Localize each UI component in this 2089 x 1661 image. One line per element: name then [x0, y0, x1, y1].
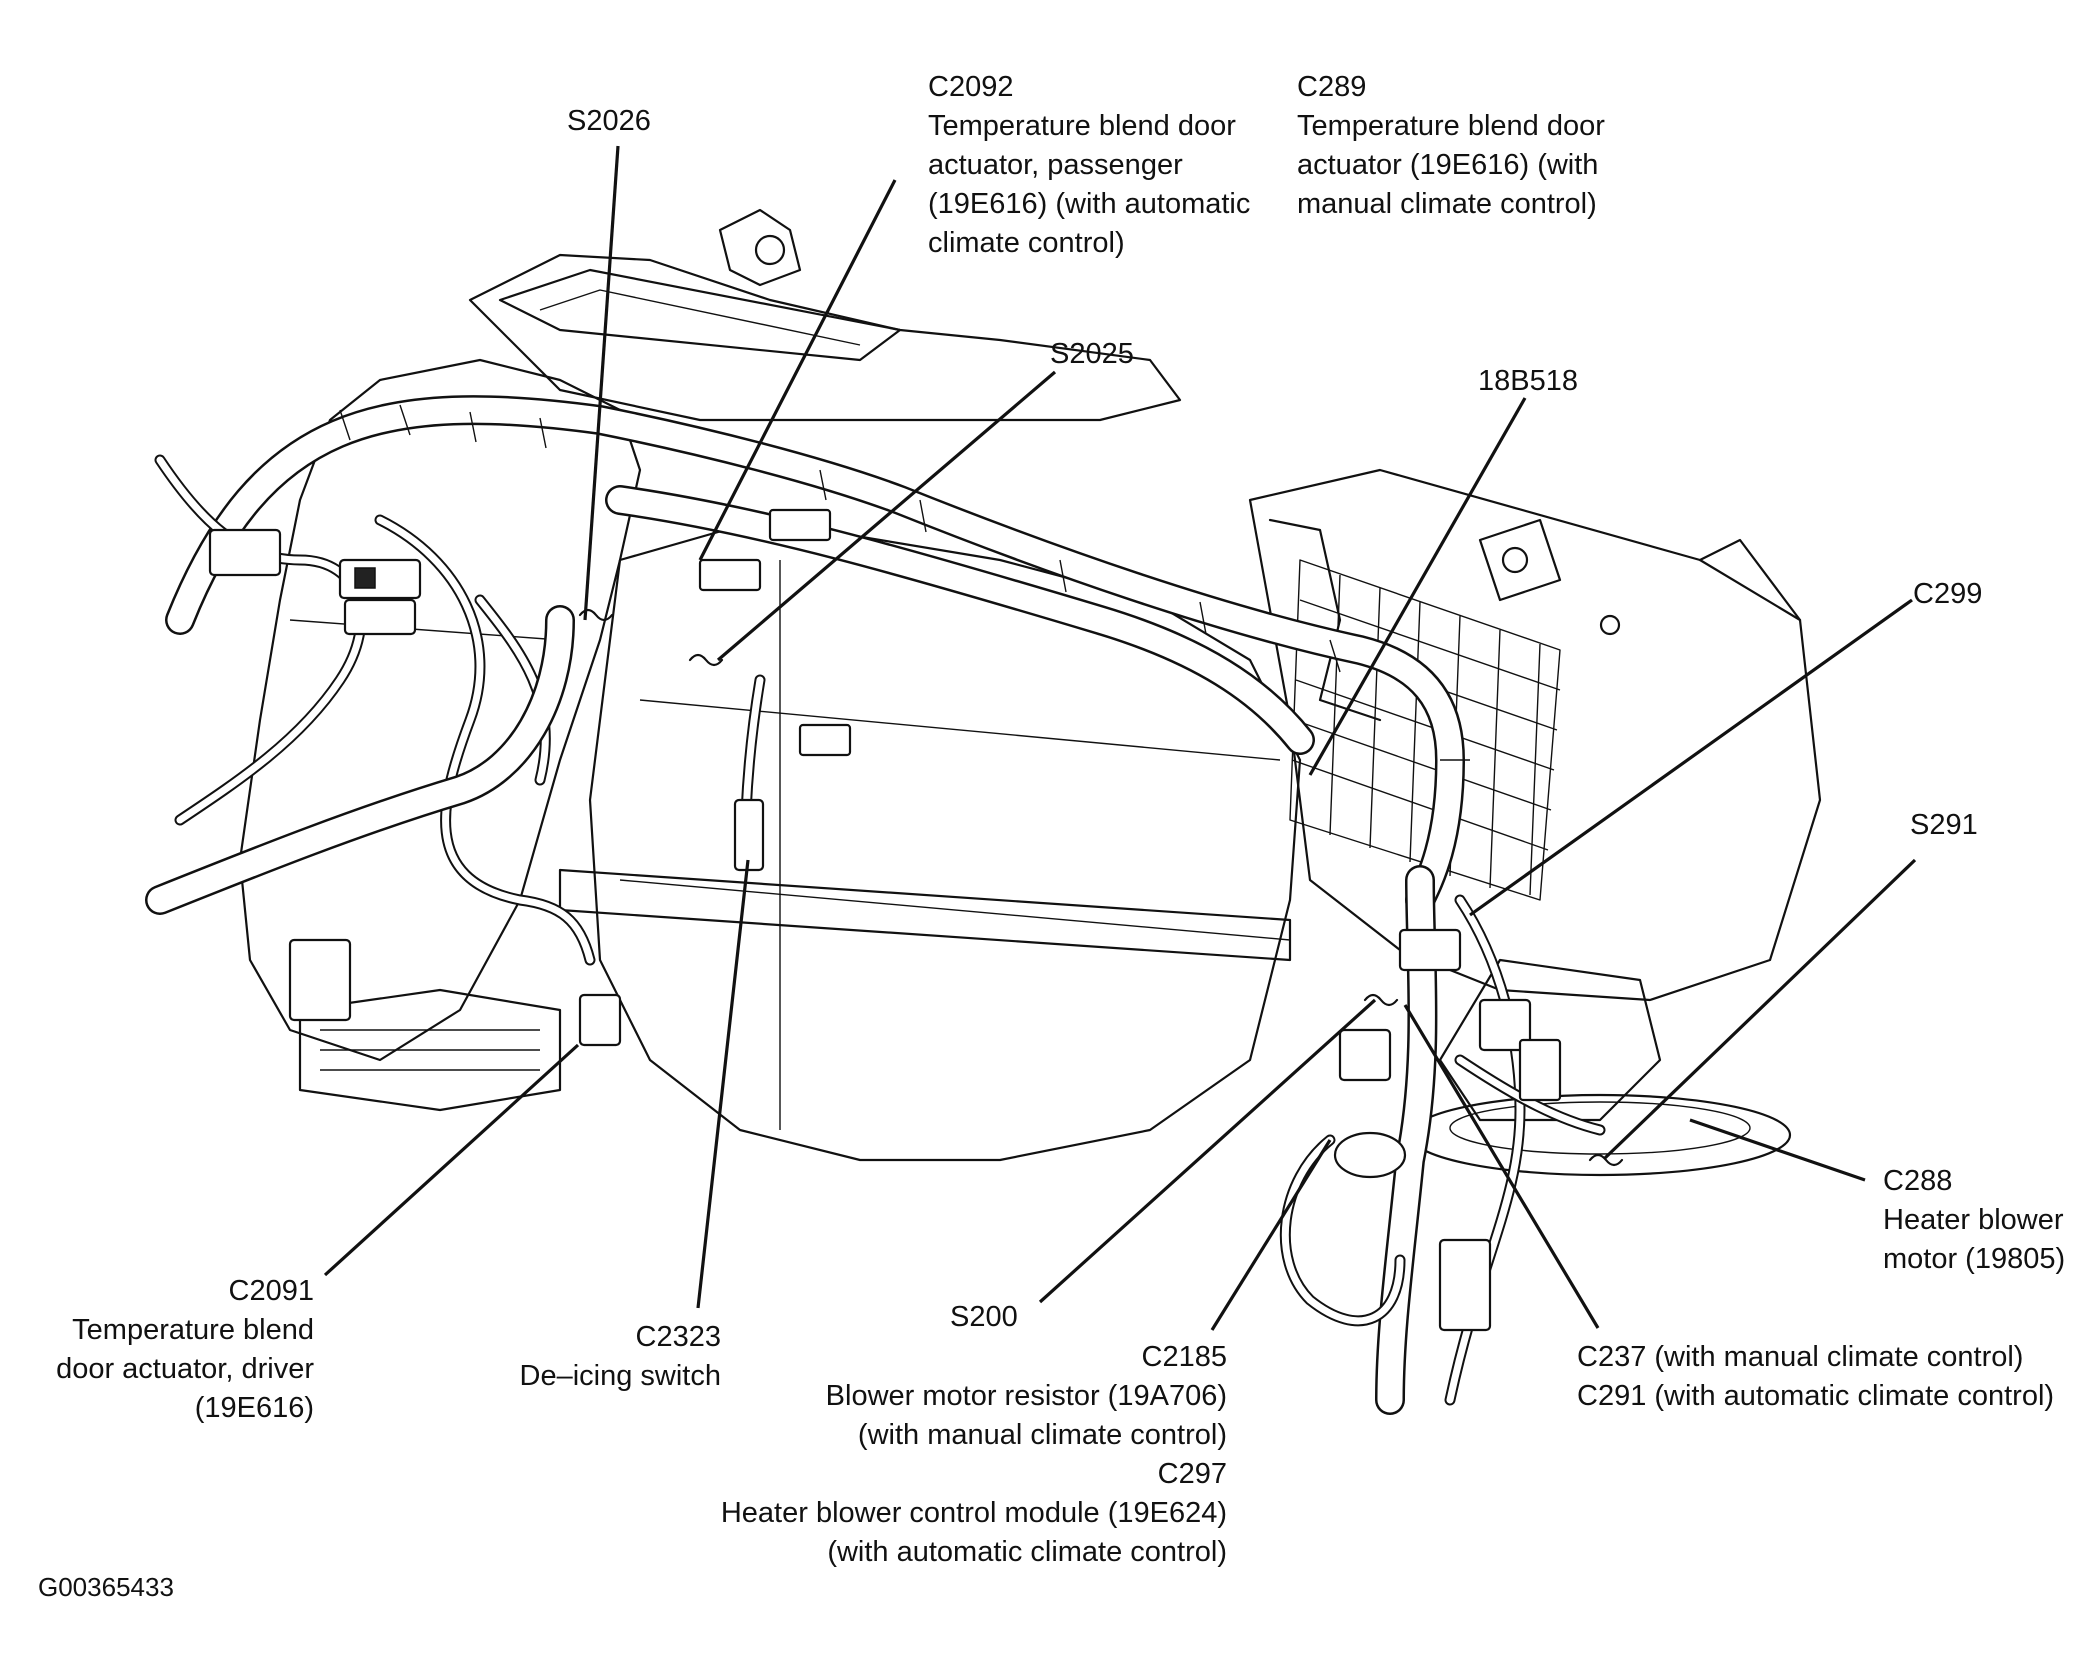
label-c288: C288 Heater blower motor (19805): [1883, 1162, 2065, 1279]
c289-line: actuator (19E616) (with: [1297, 149, 1599, 181]
18b518-line: 18B518: [1478, 365, 1578, 397]
s2026-line: S2026: [567, 105, 651, 137]
c2092-line: Temperature blend door: [928, 110, 1236, 142]
c2185-id: C2185: [1141, 1341, 1227, 1373]
c299-line: C299: [1913, 578, 1983, 610]
c2091-id: C2091: [228, 1275, 314, 1307]
figure-id: G00365433: [38, 1568, 174, 1607]
label-s2025: S2025: [1050, 335, 1134, 374]
c289-line: manual climate control): [1297, 188, 1597, 220]
leader-s291: [1603, 858, 1917, 1160]
label-c237-c291: C237 (with manual climate control) C291 …: [1577, 1338, 2054, 1416]
label-c2092: C2092 Temperature blend door actuator, p…: [928, 68, 1250, 263]
leader-c299: [1469, 598, 1913, 917]
leader-c2091: [323, 1043, 580, 1277]
leader-c288: [1689, 1118, 1866, 1182]
leader-c237: [1403, 1004, 1600, 1329]
c2092-line: actuator, passenger: [928, 149, 1183, 181]
leader-18b518: [1308, 397, 1527, 776]
c2092-id: C2092: [928, 71, 1014, 103]
c237-line: C237 (with manual climate control): [1577, 1341, 2024, 1373]
label-c2091: C2091 Temperature blend door actuator, d…: [56, 1272, 314, 1428]
figure-id-text: G00365433: [38, 1572, 174, 1602]
label-s291: S291: [1910, 806, 1978, 845]
c288-id: C288: [1883, 1165, 1953, 1197]
label-c2323: C2323 De–icing switch: [520, 1318, 721, 1396]
label-s200: S200: [950, 1298, 1018, 1337]
c291-line: C291 (with automatic climate control): [1577, 1380, 2055, 1412]
c2091-line: (19E616): [194, 1392, 314, 1424]
leader-s2025: [716, 370, 1057, 662]
wiring-harness: [145, 395, 1624, 1415]
label-18b518: 18B518: [1478, 362, 1578, 401]
c2185-line: (with manual climate control): [857, 1419, 1227, 1451]
c2091-line: Temperature blend: [72, 1314, 314, 1346]
c288-line: Heater blower: [1883, 1204, 2064, 1236]
s200-line: S200: [950, 1301, 1018, 1333]
c2092-line: (19E616) (with automatic: [928, 188, 1251, 220]
label-c2185: C2185 Blower motor resistor (19A706) (wi…: [721, 1338, 1227, 1572]
c288-line: motor (19805): [1883, 1243, 2066, 1275]
leader-c2323: [696, 859, 750, 1309]
label-c299: C299: [1913, 575, 1982, 614]
c297-id: C297: [1157, 1458, 1227, 1490]
c297-line: Heater blower control module (19E624): [720, 1497, 1227, 1529]
leader-lines: [323, 145, 1917, 1331]
c297-line: (with automatic climate control): [827, 1536, 1227, 1568]
c2091-line: door actuator, driver: [56, 1353, 314, 1385]
leader-c2092: [698, 179, 897, 561]
leader-s200: [1038, 998, 1377, 1304]
c2185-line: Blower motor resistor (19A706): [825, 1380, 1227, 1412]
c2092-line: climate control): [928, 227, 1125, 259]
connectors: [208, 508, 1562, 1332]
c2323-id: C2323: [635, 1321, 721, 1353]
s291-line: S291: [1910, 809, 1978, 841]
c289-id: C289: [1297, 71, 1367, 103]
leader-c2185: [1210, 1139, 1332, 1331]
c2323-line: De–icing switch: [519, 1360, 721, 1392]
leader-s2026: [583, 145, 620, 621]
c289-line: Temperature blend door: [1297, 110, 1605, 142]
label-s2026: S2026: [567, 102, 651, 141]
label-c289: C289 Temperature blend door actuator (19…: [1297, 68, 1605, 224]
s2025-line: S2025: [1050, 338, 1134, 370]
